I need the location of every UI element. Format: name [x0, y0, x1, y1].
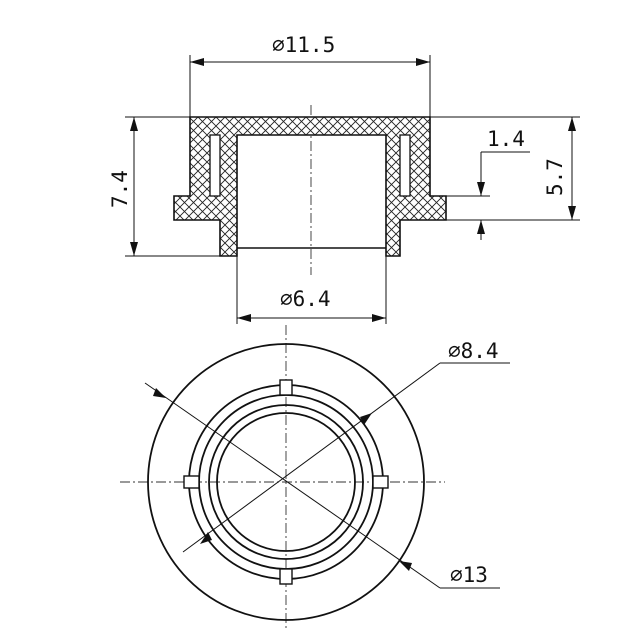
label-diameter-inner-ring: ⌀8.4	[448, 339, 499, 363]
rib-left	[183, 475, 200, 489]
arrow-1-4-bottom	[477, 220, 485, 234]
dim-line-8-4	[182, 362, 441, 553]
arrow-7-4-top	[130, 117, 138, 131]
rib-top	[279, 379, 293, 396]
bore-inner-circle	[216, 412, 356, 552]
arrow-13-nw	[153, 388, 166, 398]
label-flange-thickness: 1.4	[487, 127, 525, 151]
left-slot	[209, 134, 221, 197]
arrow-8-4-ne	[360, 413, 372, 425]
plan-view: ⌀8.4 ⌀13	[120, 325, 510, 630]
label-diameter-outer-ring: ⌀13	[450, 563, 488, 587]
right-slot	[399, 134, 411, 197]
arrow-11-5-right	[416, 58, 430, 66]
dim-line-13	[144, 382, 441, 589]
arrow-7-4-bottom	[130, 242, 138, 256]
arrow-8-4-sw	[200, 532, 212, 544]
arrow-5-7-bottom	[568, 206, 576, 220]
arrow-6-4-right	[372, 314, 386, 322]
label-flange-height: 5.7	[543, 158, 567, 196]
arrow-6-4-left	[237, 314, 251, 322]
section-body	[173, 116, 447, 257]
arrow-5-7-top	[568, 117, 576, 131]
rib-bottom	[279, 568, 293, 585]
outer-flange-circle	[147, 343, 425, 621]
bore-outer-circle	[208, 404, 364, 560]
label-outer-diameter-top: ⌀11.5	[272, 33, 335, 57]
label-inner-diameter-top: ⌀6.4	[280, 287, 331, 311]
rib-right	[372, 475, 389, 489]
arrow-13-se	[399, 561, 412, 571]
label-total-height: 7.4	[108, 170, 132, 208]
arrow-11-5-left	[190, 58, 204, 66]
arrow-1-4-top	[477, 182, 485, 196]
section-view: ⌀11.5 7.4 5.7 1.4 ⌀6.4	[108, 33, 580, 324]
